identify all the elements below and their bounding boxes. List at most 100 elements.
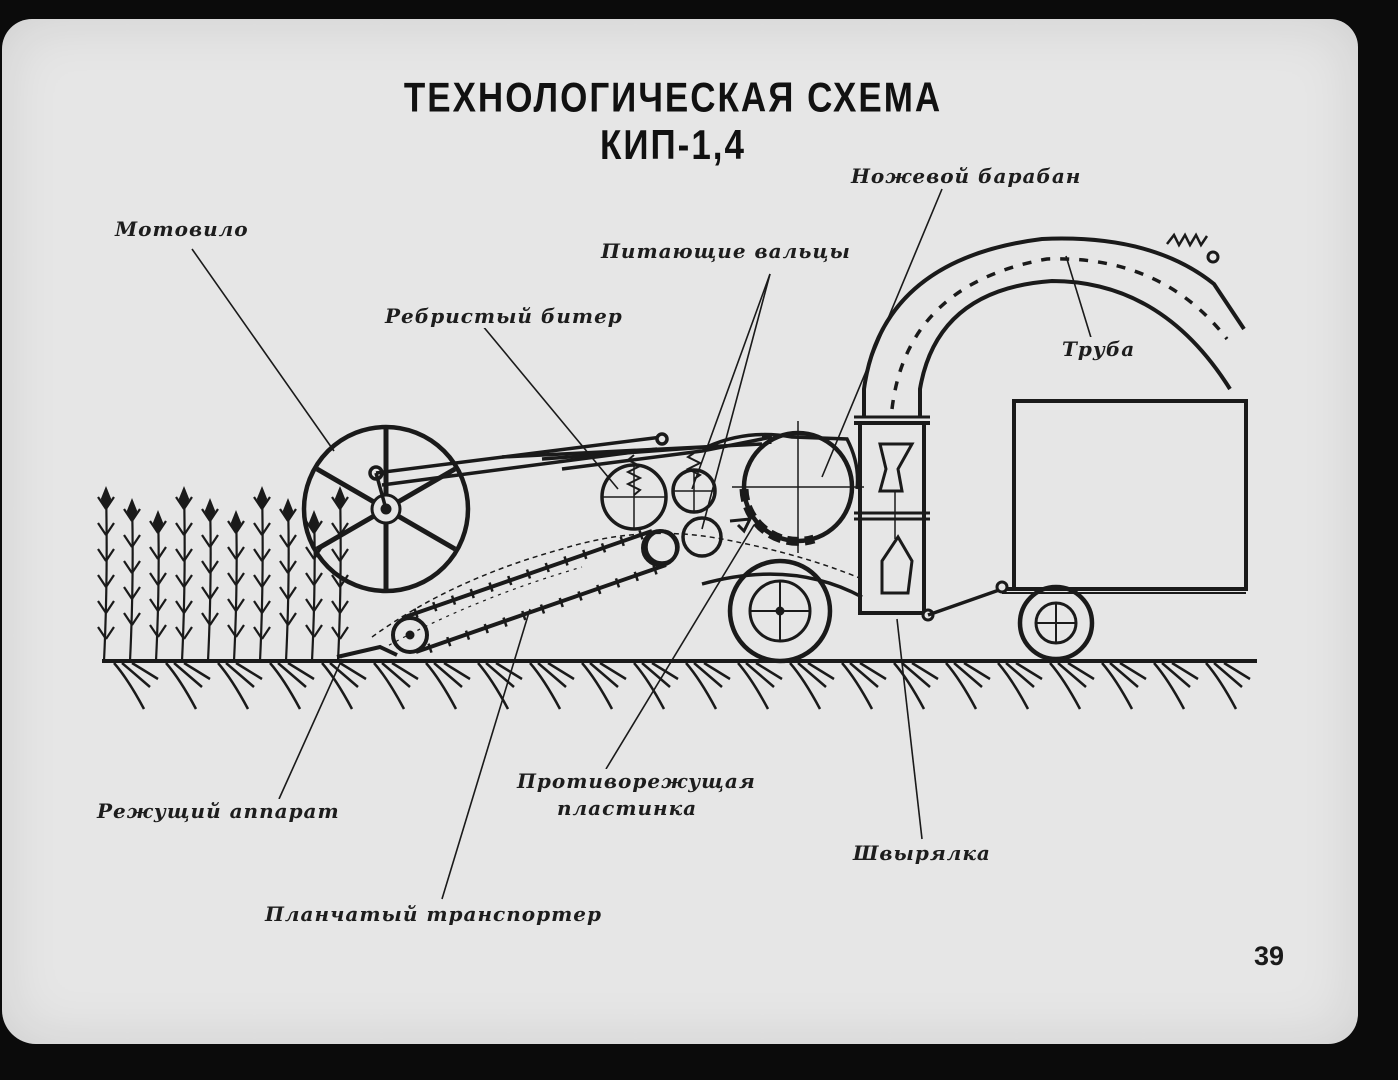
stalk-leaf xyxy=(97,548,115,562)
soil-stroke xyxy=(1057,662,1087,688)
stalk xyxy=(284,500,290,662)
soil-stroke xyxy=(755,661,783,681)
stalk xyxy=(154,512,160,662)
trailer xyxy=(927,399,1248,662)
soil-stroke xyxy=(381,662,411,688)
stalk-leaf xyxy=(227,520,245,534)
stalk xyxy=(102,488,108,662)
stalk xyxy=(180,488,186,662)
conveyor-slat xyxy=(652,564,658,575)
soil-stroke xyxy=(807,661,835,681)
soil-stroke xyxy=(425,662,458,710)
soil-stroke xyxy=(173,662,203,688)
soil-stroke xyxy=(165,662,198,710)
slide-frame: ТЕХНОЛОГИЧЕСКАЯ СХЕМА КИП-1,4 Мотовило Р… xyxy=(2,19,1358,1044)
soil-stroke xyxy=(269,662,302,710)
soil-stroke xyxy=(703,661,731,681)
shear-plate xyxy=(729,517,753,534)
stalk-leaf xyxy=(331,626,349,640)
header-housing xyxy=(541,432,860,490)
soil-stroke xyxy=(859,661,887,681)
crop-flow xyxy=(371,532,863,638)
stalk-ear xyxy=(256,486,268,510)
soil-stroke xyxy=(1161,662,1191,688)
feed-roller-upper xyxy=(671,452,717,514)
soil-stroke xyxy=(225,662,255,688)
stalk-leaf xyxy=(279,560,297,574)
soil-stroke xyxy=(797,662,827,688)
soil-stroke xyxy=(113,662,146,710)
conveyor-slat xyxy=(427,643,433,654)
soil-stroke xyxy=(911,661,939,681)
reel xyxy=(301,424,471,594)
conveyor-slat xyxy=(596,584,602,595)
soil-stroke xyxy=(641,662,671,688)
stalk xyxy=(232,512,238,662)
feed-roller-lower xyxy=(681,516,723,558)
soil-stroke xyxy=(321,662,354,710)
soil-stroke xyxy=(547,661,575,681)
soil-stroke xyxy=(183,661,211,681)
soil-hatching xyxy=(113,661,1251,710)
label-plastinka-line2: пластинка xyxy=(554,796,701,820)
soil-stroke xyxy=(121,662,151,688)
stalk-leaf xyxy=(305,598,323,612)
soil-stroke xyxy=(953,662,983,688)
stalk-leaf xyxy=(279,534,297,548)
soil-stroke xyxy=(737,662,770,710)
conveyor-slat xyxy=(544,562,550,573)
stalk xyxy=(258,488,264,662)
soil-stroke xyxy=(495,661,523,681)
stalk-ear xyxy=(230,510,242,534)
conveyor-slat xyxy=(558,597,564,608)
stalk-ear xyxy=(282,498,294,522)
soil-stroke xyxy=(599,661,627,681)
stalk-leaf xyxy=(149,520,167,534)
conveyor-slat xyxy=(464,630,471,640)
harvester-diagram xyxy=(97,188,1257,900)
stalk-ear xyxy=(308,510,320,534)
stalk-leaf xyxy=(149,572,167,586)
housing-floor xyxy=(701,572,863,599)
soil-stroke xyxy=(433,662,463,688)
label-motovilo: Мотовило xyxy=(112,217,252,241)
conveyor-slat xyxy=(582,549,588,560)
conveyor-slat xyxy=(502,617,508,627)
soil-stroke xyxy=(1119,661,1147,681)
stalk-ear xyxy=(334,486,346,510)
stalk-leaf xyxy=(227,572,245,586)
stalk-ear xyxy=(126,498,138,522)
leader-lines xyxy=(191,188,1093,900)
stalk-leaf xyxy=(175,548,193,562)
conveyor-slat xyxy=(563,556,569,566)
stalk-ear xyxy=(100,486,112,510)
stalk-leaf xyxy=(201,534,219,548)
soil-stroke xyxy=(287,661,315,681)
soil-stroke xyxy=(1067,661,1095,681)
stalk-leaf xyxy=(331,548,349,562)
soil-stroke xyxy=(391,661,419,681)
conveyor-slat xyxy=(521,610,527,621)
soil-stroke xyxy=(529,662,562,710)
stalk-leaf xyxy=(123,560,141,574)
stalk-leaf xyxy=(279,586,297,600)
stalk-ear xyxy=(152,510,164,534)
stalk-leaf xyxy=(97,600,115,614)
stalk-leaf xyxy=(175,574,193,588)
cutter-bar xyxy=(336,644,398,659)
stalk-leaf xyxy=(123,508,141,522)
stalk-leaf xyxy=(97,574,115,588)
soil-stroke xyxy=(963,661,991,681)
conveyor-slat xyxy=(539,604,546,614)
soil-stroke xyxy=(945,662,978,710)
stalk-leaf xyxy=(253,600,271,614)
slatted-conveyor xyxy=(391,529,679,654)
conveyor-slat xyxy=(600,543,607,553)
soil-stroke xyxy=(1015,661,1043,681)
stalk xyxy=(206,500,212,662)
soil-stroke xyxy=(373,662,406,710)
label-shvyryalka: Швырялка xyxy=(850,841,994,865)
stalk-leaf xyxy=(253,626,271,640)
stalk-leaf xyxy=(331,496,349,510)
label-valtsy: Питающие вальцы xyxy=(598,239,854,263)
